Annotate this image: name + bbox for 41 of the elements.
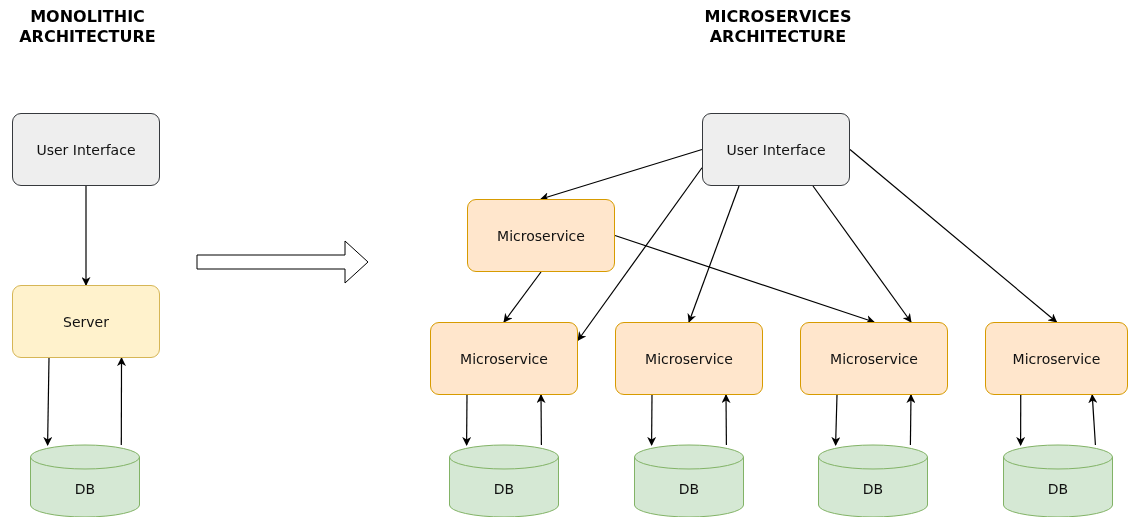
arrow (831, 394, 841, 446)
arrow (849, 148, 1058, 323)
microservice-box (430, 322, 578, 395)
node-label: Microservice (1012, 350, 1101, 367)
arrow (117, 357, 126, 446)
node-label: User Interface (36, 141, 136, 158)
node-label: Microservice (497, 227, 585, 244)
section-title: MICROSERVICES ARCHITECTURE (703, 7, 853, 47)
node-label: DB (678, 481, 700, 497)
microservice-box (615, 322, 763, 395)
user-interface-box (12, 113, 160, 186)
arrow (1088, 394, 1098, 446)
user-interface-box (702, 113, 850, 186)
node-label: Microservice (645, 350, 733, 367)
arrow (721, 394, 731, 446)
arrow (812, 185, 912, 323)
arrow (43, 357, 53, 446)
microservice-box (985, 322, 1128, 395)
node-label: DB (493, 481, 515, 497)
arrow (687, 185, 740, 323)
section-title: MONOLITHIC ARCHITECTURE (18, 7, 157, 47)
node-label: DB (74, 481, 96, 497)
arrow (503, 271, 542, 323)
node-label: DB (862, 481, 884, 497)
arrow (462, 394, 472, 446)
arrow (906, 394, 916, 446)
node-label: Microservice (460, 350, 548, 367)
arrow (1016, 394, 1026, 446)
node-label: Server (63, 313, 109, 330)
arrow (577, 167, 703, 341)
server-box (12, 285, 160, 358)
arrow (540, 148, 703, 201)
node-label: Microservice (830, 350, 918, 367)
microservice-box (800, 322, 948, 395)
node-label: DB (1047, 481, 1069, 497)
arrow (536, 394, 546, 446)
arrow (647, 394, 657, 446)
node-label: User Interface (726, 141, 826, 158)
microservice-box (467, 199, 615, 272)
arrow (81, 185, 91, 286)
arrow (614, 234, 875, 324)
